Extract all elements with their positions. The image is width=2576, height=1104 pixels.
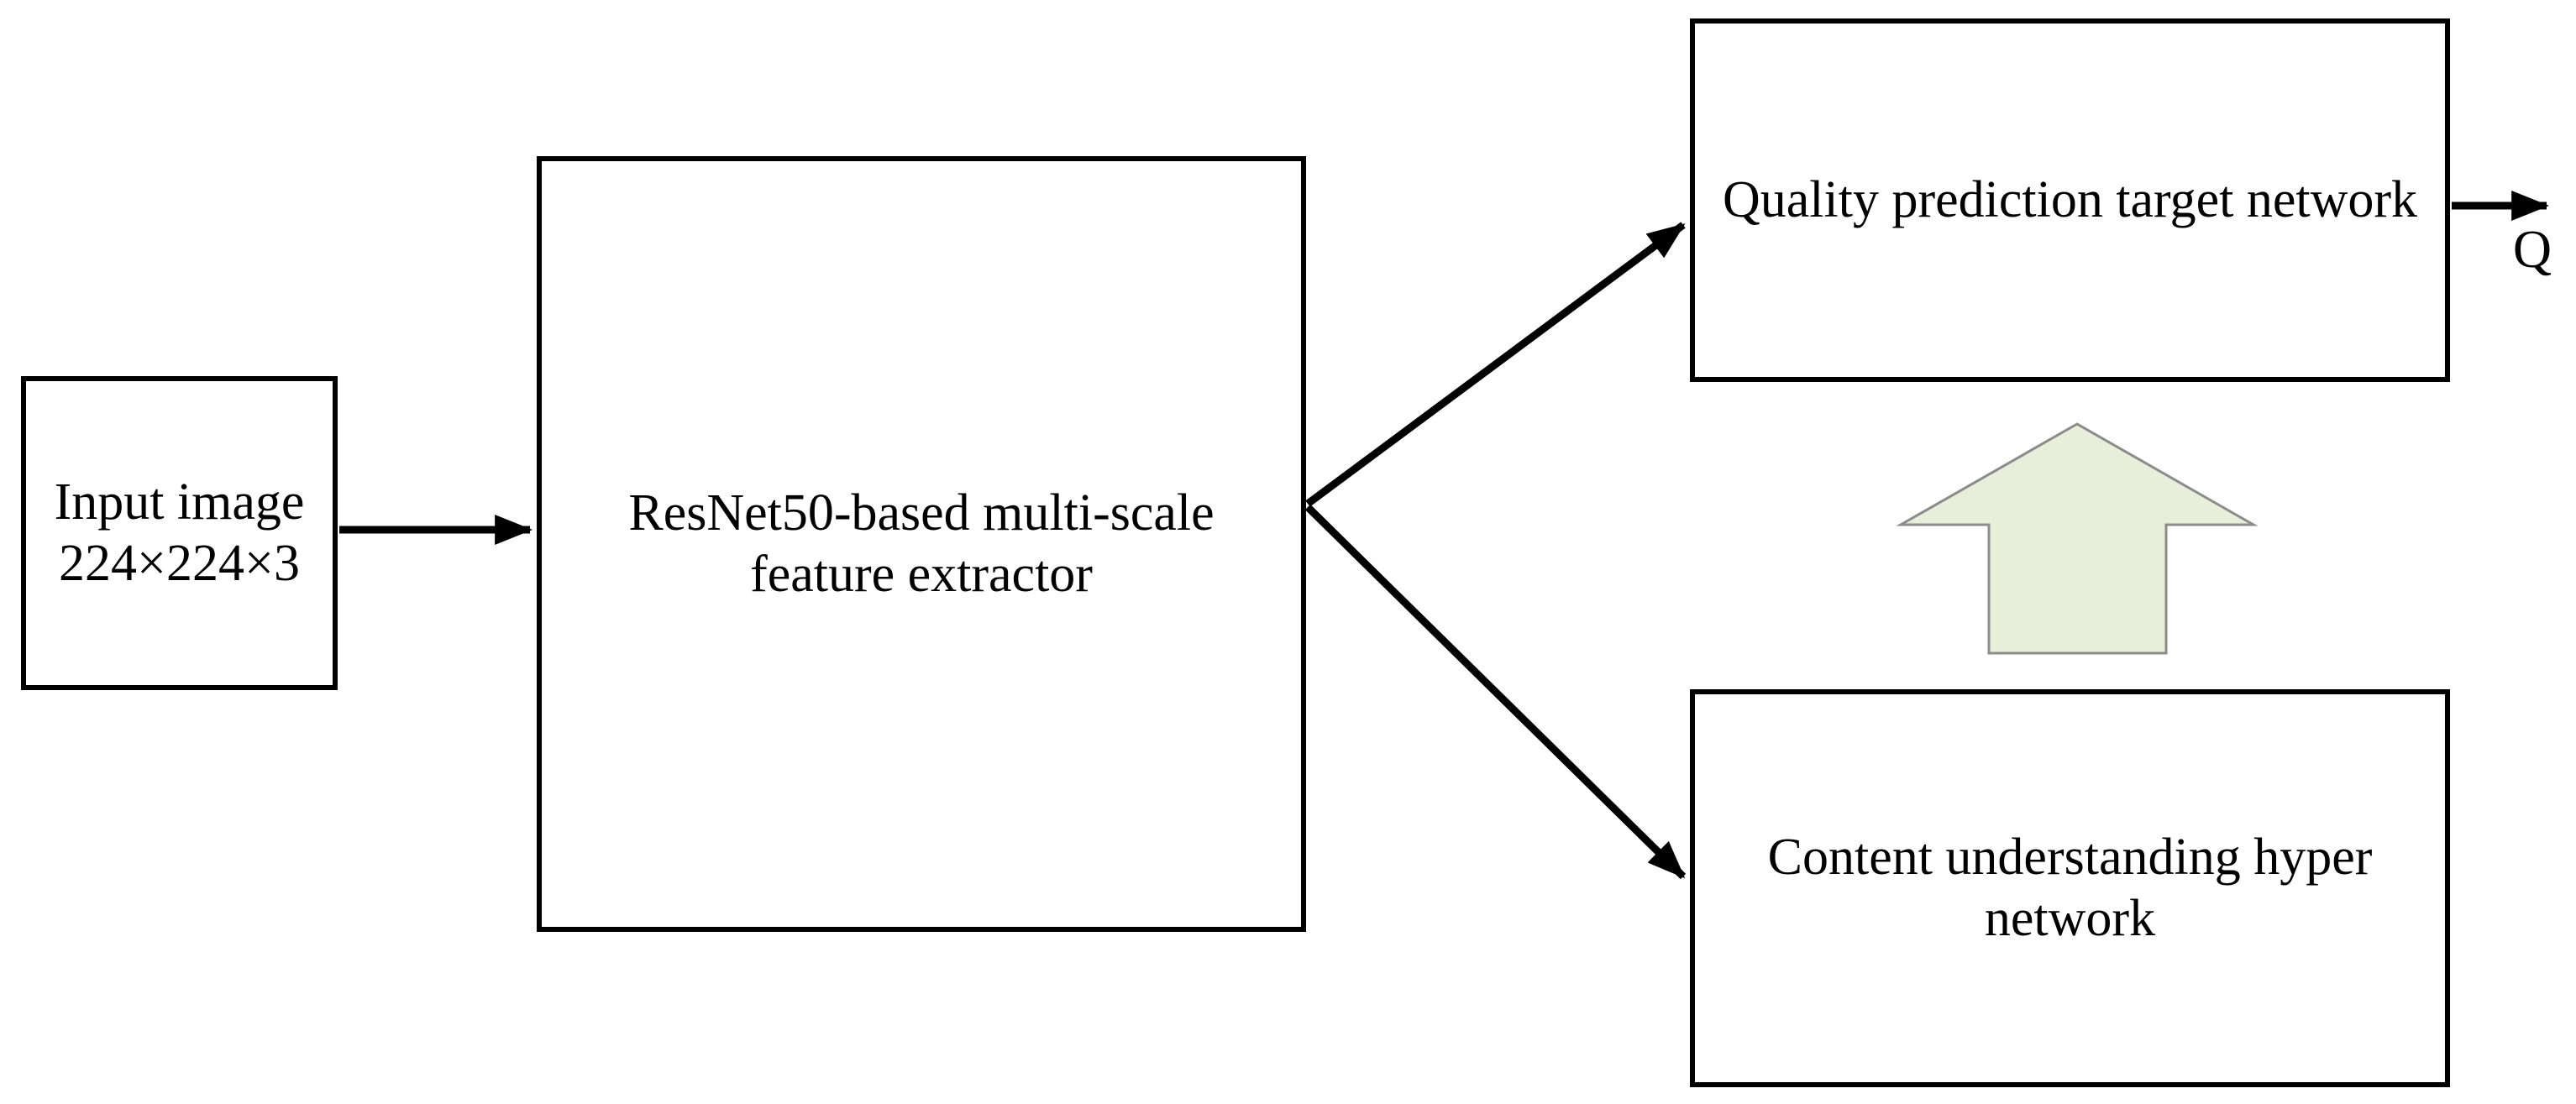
node-quality-target: Quality prediction target network: [1690, 18, 2450, 382]
input-image-label-line-2: 224×224×3: [59, 535, 300, 592]
upward-block-arrow-icon: [1896, 422, 2259, 655]
quality-target-label: Quality prediction target network: [1722, 170, 2417, 228]
content-hyper-label-line-1: Content understanding hyper: [1767, 828, 2373, 886]
arrow-extractor-to-hyper: [1304, 504, 1687, 880]
node-feature-extractor: ResNet50-based multi-scale feature extra…: [537, 156, 1306, 932]
node-input-image: Input image 224×224×3: [21, 376, 338, 690]
content-hyper-label-line-2: network: [1984, 890, 2156, 947]
input-image-label-line-1: Input image: [54, 473, 305, 531]
feature-extractor-label-line-2: feature extractor: [750, 546, 1093, 603]
node-content-hyper: Content understanding hyper network: [1690, 689, 2450, 1087]
feature-extractor-label-line-1: ResNet50-based multi-scale: [628, 484, 1215, 542]
arrow-extractor-to-target: [1305, 222, 1686, 507]
output-q-label: Q: [2512, 219, 2552, 279]
